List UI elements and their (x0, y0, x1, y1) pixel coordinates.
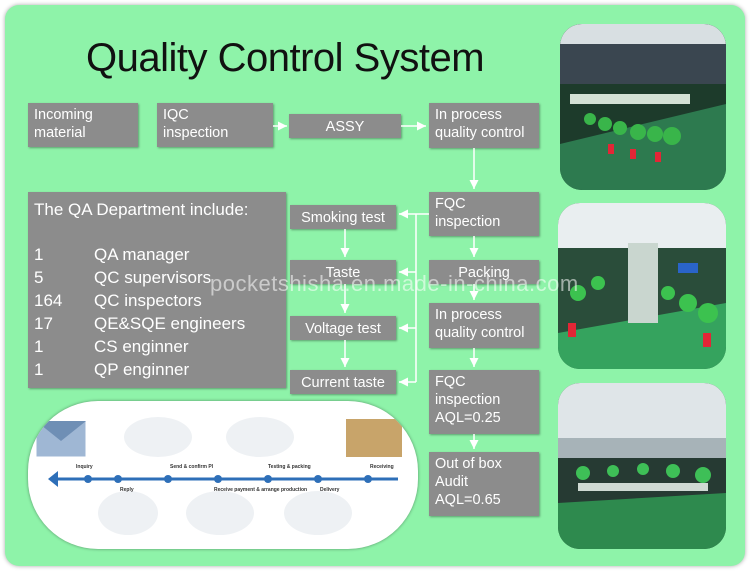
voltage-test-box: Voltage test (290, 316, 396, 340)
out-of-box-audit-box: Out of box Audit AQL=0.65 (429, 452, 539, 516)
process-step: Receive payment & arrange production (214, 487, 308, 493)
taste-box: Taste (290, 260, 396, 284)
process-step: Send & confirm PI (170, 464, 214, 470)
qa-row: 1 CS enginner (34, 337, 189, 357)
qa-role: QC supervisors (94, 268, 212, 287)
iqc-inspection-box: IQC inspection (157, 103, 273, 147)
factory-photo-1 (560, 24, 726, 190)
qa-row: 1 QP enginner (34, 360, 189, 380)
page-title: Quality Control System (86, 36, 485, 80)
process-illustration: Inquiry Reply Send & confirm PI Receive … (28, 401, 418, 549)
qa-role: QE&SQE engineers (94, 314, 246, 333)
process-timeline (35, 417, 402, 535)
process-step: Inquiry (76, 464, 93, 470)
qa-department-heading: The QA Department include: (34, 200, 249, 219)
packing-box: Packing (429, 260, 539, 284)
qa-role: QC inspectors (94, 291, 202, 310)
smoking-test-box: Smoking test (290, 205, 396, 229)
qa-count: 1 (34, 245, 44, 264)
in-process-qc-box: In process quality control (429, 103, 539, 148)
qa-role: CS enginner (94, 337, 189, 356)
qa-role: QA manager (94, 245, 190, 264)
watermark: pocketshisha.en.made-in-china.com (210, 271, 579, 296)
current-taste-box: Current taste (290, 370, 396, 394)
process-step: Receiving (370, 464, 394, 470)
qa-row: 1 QA manager (34, 245, 189, 265)
incoming-material-box: Incoming material (28, 103, 138, 147)
qa-department-box: The QA Department include: 1 QA manager 5… (28, 192, 286, 388)
qa-count: 1 (34, 360, 44, 379)
factory-photo-2 (558, 203, 726, 369)
fqc-inspection-box: FQC inspection (429, 192, 539, 236)
process-step: Reply (120, 487, 134, 493)
factory-photo-3 (558, 383, 726, 549)
qa-role: QP enginner (94, 360, 190, 379)
qa-row: 5 QC supervisors (34, 268, 211, 288)
qa-row: 17 QE&SQE engineers (34, 314, 245, 334)
assy-box: ASSY (289, 114, 401, 138)
qa-count: 164 (34, 291, 63, 310)
process-step: Delivery (320, 487, 340, 493)
process-step: Testing & packing (268, 464, 311, 470)
qa-count: 5 (34, 268, 44, 287)
in-process-qc-box-2: In process quality control (429, 303, 539, 348)
fqc-aql-box: FQC inspection AQL=0.25 (429, 370, 539, 434)
qa-count: 17 (34, 314, 53, 333)
qa-count: 1 (34, 337, 44, 356)
qa-row: 164 QC inspectors (34, 291, 202, 311)
